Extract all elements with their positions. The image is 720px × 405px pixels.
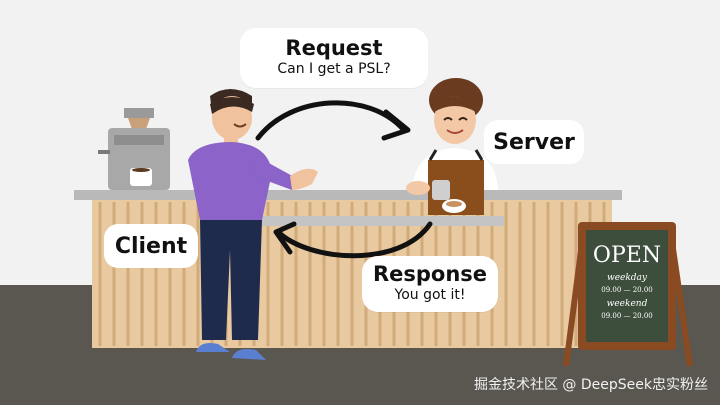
counter-top (74, 190, 622, 200)
response-title: Response (372, 262, 488, 287)
request-title: Request (285, 36, 383, 61)
counter-shelf (254, 216, 504, 226)
response-text: You got it! (394, 287, 466, 304)
server-label: Server (484, 120, 584, 164)
watermark-text: 掘金技术社区 @ DeepSeek忠实粉丝 (473, 377, 708, 393)
request-arrowhead (381, 109, 411, 141)
request-arrow (255, 100, 405, 141)
espresso-machine-icon (98, 108, 170, 190)
response-arrowhead (273, 221, 297, 255)
response-arrow (275, 221, 433, 259)
request-bubble: Request Can I get a PSL? (240, 28, 428, 88)
response-bubble: Response You got it! (362, 256, 498, 312)
sign-weekend-hours: 09.00 — 20.00 (601, 312, 653, 320)
client-label: Client (104, 224, 198, 268)
server-barista-figure (406, 78, 498, 215)
open-sign: OPEN weekday 09.00 — 20.00 weekend 09.00… (563, 222, 693, 367)
request-text: Can I get a PSL? (277, 61, 391, 78)
counter (74, 190, 622, 348)
sign-weekend-text: weekend (607, 299, 648, 309)
sign-weekday-text: weekday (607, 273, 648, 283)
sign-weekday-hours: 09.00 — 20.00 (601, 286, 653, 294)
client-figure (188, 89, 318, 360)
sign-open-text: OPEN (593, 243, 661, 268)
